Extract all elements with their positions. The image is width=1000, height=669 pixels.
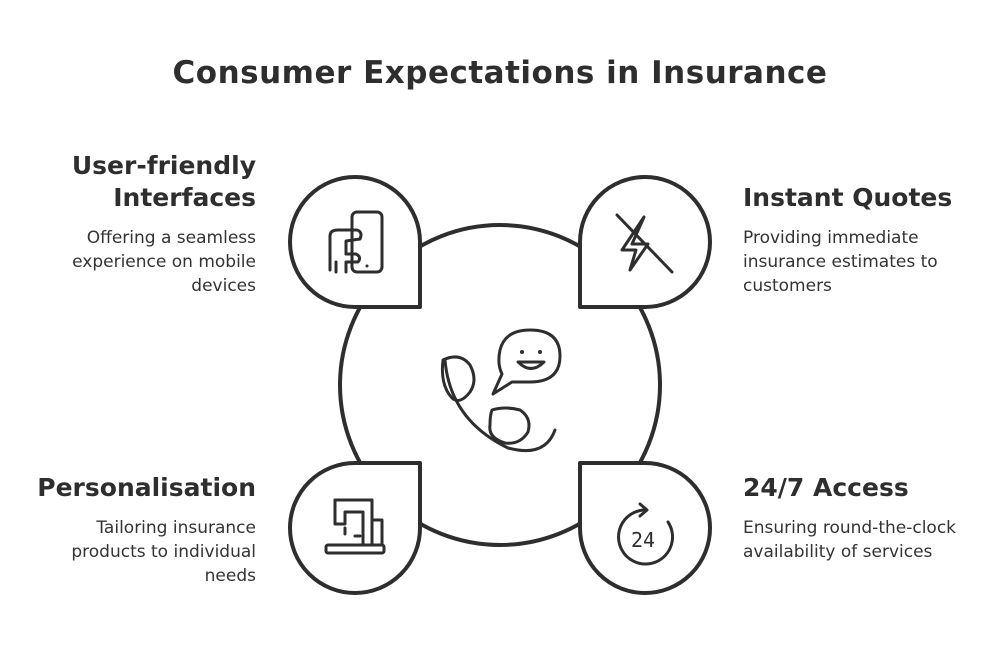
chat-globe-icon bbox=[440, 328, 562, 453]
clock-24-icon: 24 bbox=[617, 502, 675, 566]
item-description: Ensuring round-the-clock availability of… bbox=[743, 518, 957, 562]
item-personalisation: Personalisation Tailoring insurance prod… bbox=[26, 472, 256, 588]
item-heading: Instant Quotes bbox=[743, 183, 953, 212]
item-description: Tailoring insurance products to individu… bbox=[71, 518, 256, 586]
central-circle bbox=[338, 223, 662, 547]
smartphone-hand-icon bbox=[328, 210, 384, 274]
item-user-friendly: User-friendly Interfaces Offering a seam… bbox=[26, 150, 256, 298]
page-title: Consumer Expectations in Insurance bbox=[172, 55, 828, 91]
teardrop-bottom-left bbox=[288, 461, 422, 595]
item-description: Offering a seamless experience on mobile… bbox=[72, 228, 256, 296]
item-instant-quotes: Instant Quotes Providing immediate insur… bbox=[743, 182, 973, 298]
item-heading: Personalisation bbox=[37, 473, 256, 502]
clock-24-label: 24 bbox=[631, 528, 655, 552]
item-24-7-access: 24/7 Access Ensuring round-the-clock ava… bbox=[743, 472, 973, 564]
item-heading: 24/7 Access bbox=[743, 473, 909, 502]
item-description: Providing immediate insurance estimates … bbox=[743, 228, 938, 296]
teardrop-top-left bbox=[288, 175, 422, 309]
lightning-slash-icon bbox=[615, 213, 674, 274]
item-heading: User-friendly Interfaces bbox=[71, 151, 256, 212]
teardrop-bottom-right bbox=[578, 461, 712, 595]
sewing-machine-icon bbox=[324, 498, 386, 555]
